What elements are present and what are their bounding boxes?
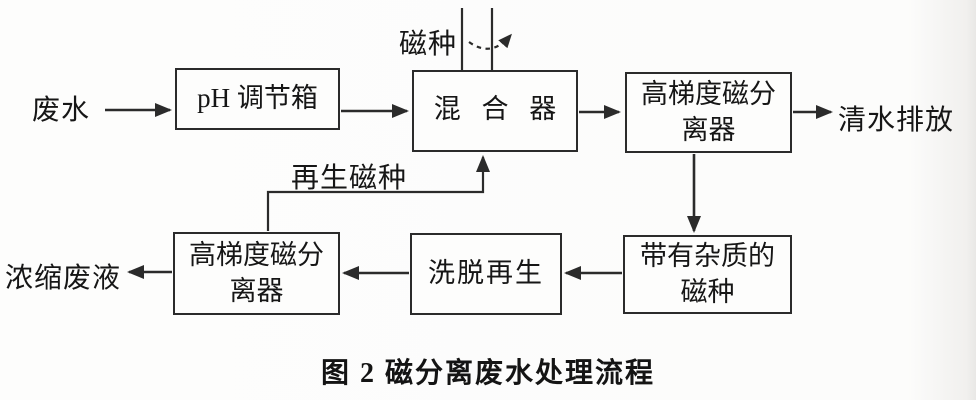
label-wastewater-in: 废水 [32, 95, 91, 126]
node-elution-regen: 洗脱再生 [410, 233, 562, 315]
node-ph-tank: pH 调节箱 [175, 68, 340, 130]
node-separator-top: 高梯度磁分 离器 [625, 72, 792, 153]
label-concentrated-waste-out: 浓缩废液 [5, 263, 122, 294]
node-mixer-label: 混 合 器 [433, 94, 564, 125]
node-elution-regen-label: 洗脱再生 [428, 258, 544, 289]
node-separator-top-label: 高梯度磁分 离器 [641, 78, 776, 145]
node-separator-bottom: 高梯度磁分 离器 [173, 232, 340, 315]
node-impure-seed: 带有杂质的 磁种 [623, 235, 792, 314]
node-mixer: 混 合 器 [412, 70, 578, 152]
rotation-arrow-icon [468, 33, 512, 50]
arrow-regenerated-seed-to-mixer [266, 155, 490, 231]
node-ph-tank-label: pH 调节箱 [197, 83, 318, 114]
node-impure-seed-label: 带有杂质的 磁种 [640, 240, 775, 307]
label-magnetic-seed-in: 磁种 [399, 29, 458, 60]
node-separator-bottom-label: 高梯度磁分 离器 [189, 239, 324, 306]
figure-caption: 图 2 磁分离废水处理流程 [320, 358, 655, 389]
label-clean-water-out: 清水排放 [838, 105, 955, 136]
label-regenerated-seed: 再生磁种 [291, 163, 408, 194]
